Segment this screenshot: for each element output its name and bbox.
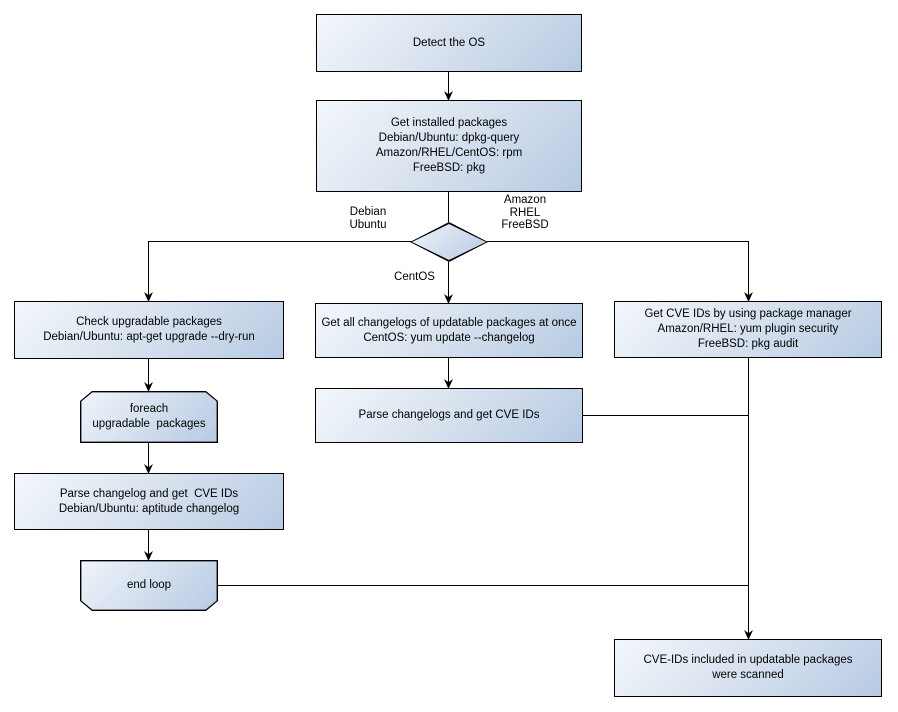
arrowhead [144,292,153,302]
node-get-cve-ids-by-package-manager: Get CVE IDs by using package manager Ama… [614,301,882,358]
loop-end-fill [81,561,216,609]
node-detect-os: Detect the OS [316,14,582,72]
connector-parse-to-endloop [148,530,149,560]
diamond-fill [412,224,486,260]
arrowhead [744,292,753,302]
edge-label-debian-ubuntu: Debian Ubuntu [349,206,387,231]
connector-parsemid-to-right-rail [583,415,748,416]
node-end-loop: end loop [80,560,218,611]
connector-decision-down [448,262,449,303]
loop-start-fill [81,392,216,441]
node-foreach-upgradable-packages: foreach upgradable packages [80,391,218,443]
edge-label-centos: CentOS [394,271,435,283]
node-check-upgradable-packages: Check upgradable packages Debian/Ubuntu:… [14,301,284,359]
connector-decision-left-vertical [148,241,149,301]
connector-check-to-foreach [148,359,149,391]
arrowhead [744,630,753,640]
loop-start-label: foreach upgradable packages [92,403,206,430]
node-os-decision-diamond [410,222,488,262]
connector-installed-to-decision [448,192,449,222]
node-cve-ids-scanned: CVE-IDs included in updatable packages w… [614,639,882,697]
arrowhead [144,551,153,561]
connector-endloop-to-right-rail [218,585,748,586]
arrowhead [444,294,453,304]
edge-label-amazon-rhel-freebsd: Amazon RHEL FreeBSD [501,194,549,231]
node-parse-changelogs-get-cve-ids: Parse changelogs and get CVE IDs [315,388,583,443]
connector-decision-left-horizontal [149,241,411,242]
node-get-all-changelogs: Get all changelogs of updatable packages… [315,303,583,358]
node-get-installed-packages: Get installed packages Debian/Ubuntu: dp… [316,100,582,192]
arrowhead [144,464,153,474]
connector-detect-to-installed [448,72,449,100]
connector-foreach-to-parse [148,443,149,473]
arrowhead [444,379,453,389]
loop-end-label: end loop [126,579,172,591]
connector-right-rail-down [748,358,749,639]
node-parse-changelog-get-cve-ids: Parse changelog and get CVE IDs Debian/U… [14,473,284,530]
connector-decision-right-horizontal [487,241,748,242]
connector-changelogs-to-parse [448,358,449,388]
arrowhead [444,91,453,101]
connector-decision-right-vertical [748,241,749,301]
arrowhead [144,382,153,392]
